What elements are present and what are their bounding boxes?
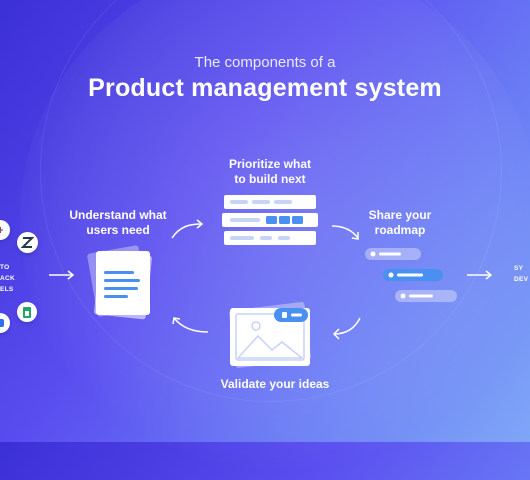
step-share-line-2: roadmap (374, 223, 426, 237)
left-edge-line-2: ACK (0, 275, 15, 282)
step-prioritize-label: Prioritize what to build next (205, 157, 335, 187)
priority-board-icon (222, 195, 318, 245)
right-edge-text: SY DEV (514, 263, 528, 285)
slack-icon (0, 220, 10, 240)
curved-arrow-icon (332, 317, 361, 340)
document-icon (87, 245, 152, 320)
right-edge-line-2: DEV (514, 276, 529, 283)
left-edge-text: TO ACK ELS (0, 262, 15, 295)
step-understand-line-2: users need (86, 223, 150, 237)
curved-arrow-icon (171, 219, 204, 239)
step-share-label: Share your roadmap (350, 208, 450, 238)
left-edge-line-1: TO (0, 264, 10, 271)
step-share-line-1: Share your (368, 208, 432, 222)
zendesk-icon (17, 232, 38, 253)
page-title: Product management system (88, 74, 442, 102)
step-understand-line-1: Understand what (69, 208, 167, 222)
step-prioritize-line-2: to build next (234, 172, 306, 186)
step-validate-line-1: Validate your ideas (220, 377, 330, 391)
roadmap-icon (365, 248, 457, 302)
curved-arrow-icon (331, 225, 359, 240)
image-card-icon (229, 301, 311, 369)
curved-arrow-icon (172, 317, 209, 333)
step-validate-label: Validate your ideas (200, 377, 350, 392)
google-sheets-icon (17, 302, 37, 322)
step-prioritize-line-1: Prioritize what (228, 157, 311, 171)
arrow-right-icon (467, 270, 493, 280)
intercom-icon (0, 313, 10, 333)
left-edge-line-3: ELS (0, 286, 14, 293)
arrow-right-icon (49, 270, 75, 280)
right-edge-line-1: SY (514, 265, 524, 272)
step-understand-label: Understand what users need (58, 208, 178, 238)
page-subtitle: The components of a (194, 54, 336, 71)
